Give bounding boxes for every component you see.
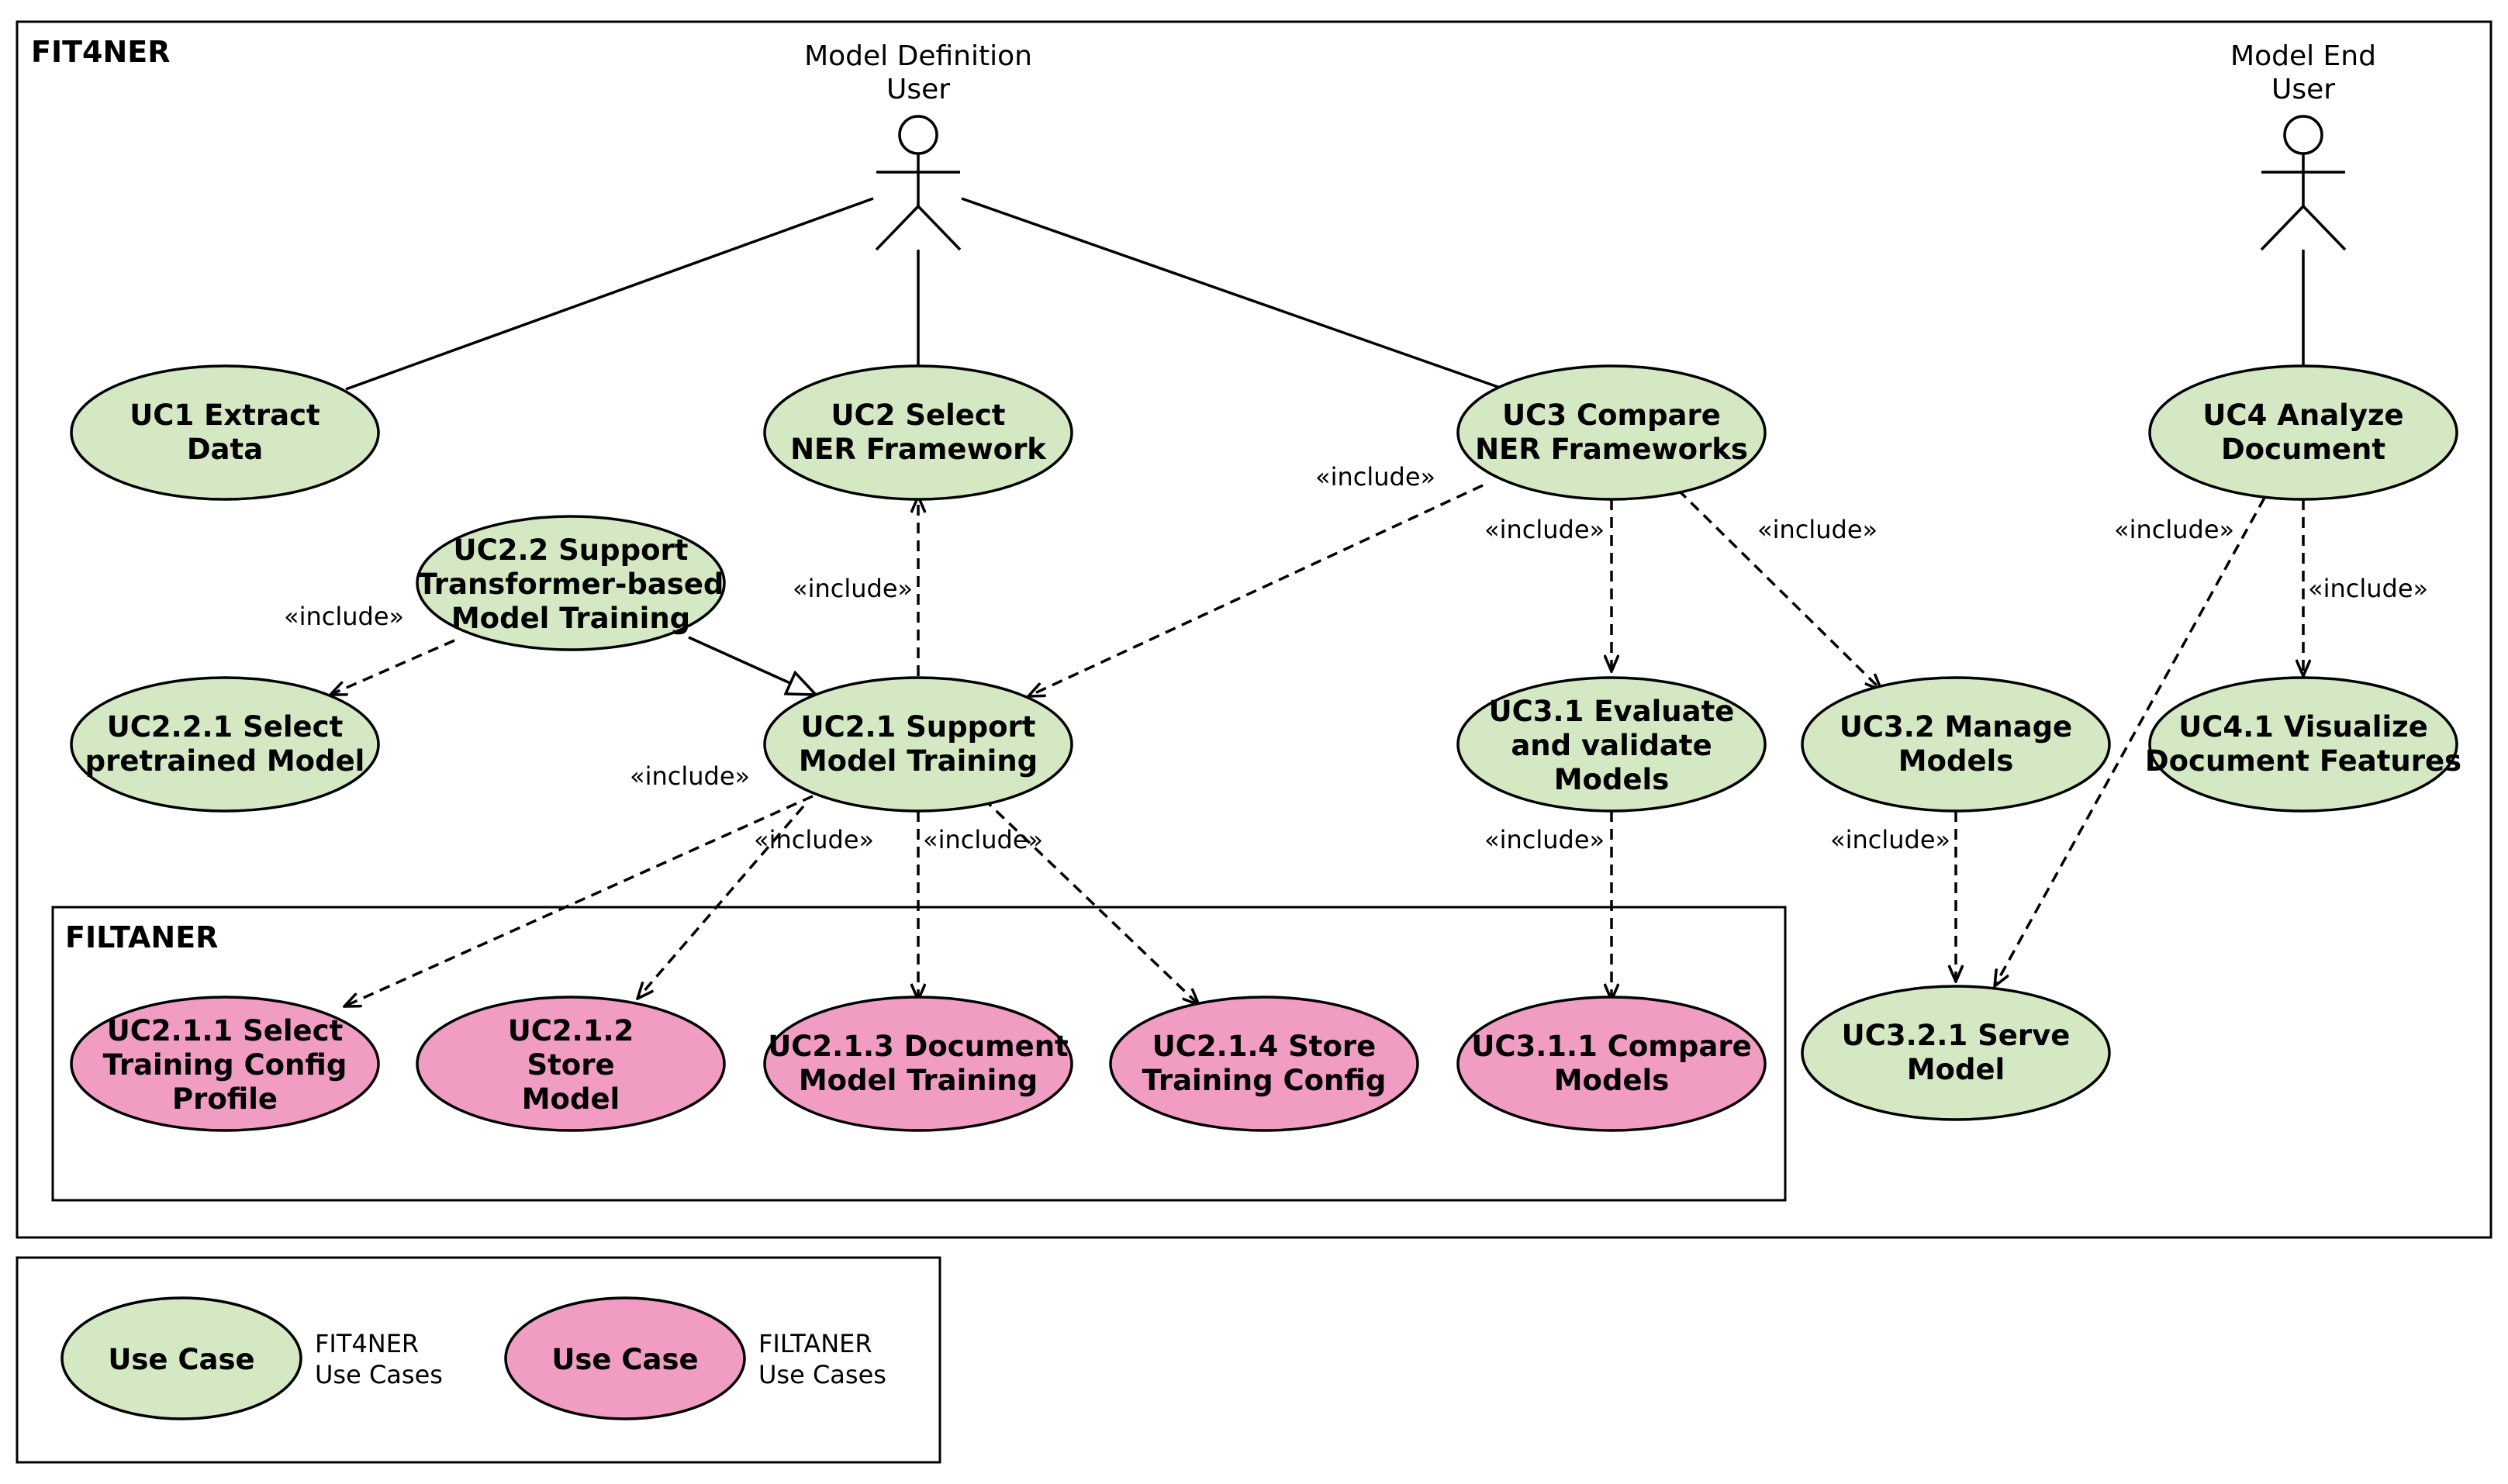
- use-case-uc3-1[interactable]: UC3.1 Evaluate and validate Models: [1456, 676, 1767, 813]
- use-case-label: UC2.2 Support: [454, 533, 689, 567]
- generalization-arrow: [688, 636, 816, 695]
- legend-swatch-pink: [504, 1296, 746, 1420]
- use-case-label: Models: [1898, 744, 2014, 778]
- use-case-uc3-1-1[interactable]: UC3.1.1 Compare Models: [1456, 996, 1767, 1132]
- use-case-label: UC2.1.4 Store: [1152, 1030, 1377, 1063]
- include-label: «include»: [284, 602, 404, 631]
- use-case-label: UC2 Select: [831, 399, 1006, 432]
- use-case-label: UC2.1 Support: [801, 710, 1036, 744]
- fit4ner-frame: [16, 20, 2492, 1239]
- use-case-uc3-2[interactable]: UC3.2 Manage Models: [1801, 676, 2111, 813]
- use-case-label: pretrained Model: [85, 744, 365, 778]
- use-case-label: Document Features: [2145, 744, 2461, 778]
- include-arrow: [330, 639, 455, 695]
- legend-filtaner: Use Case FILTANER Use Cases: [504, 1296, 886, 1420]
- include-label: «include»: [1315, 462, 1435, 492]
- legend-description: Use Cases: [315, 1360, 443, 1389]
- use-case-label: UC4 Analyze: [2202, 399, 2403, 432]
- use-case-label: UC2.1.2: [508, 1014, 634, 1047]
- use-case-label: Model: [1907, 1053, 2005, 1086]
- use-case-label: UC3.1.1 Compare: [1471, 1030, 1751, 1063]
- use-case-label: Training Config: [1142, 1064, 1387, 1097]
- use-case-uc2-1-2[interactable]: UC2.1.2 Store Model: [416, 996, 726, 1132]
- legend-description: Use Cases: [758, 1360, 886, 1389]
- association-line: [345, 197, 874, 391]
- use-case-label: and validate: [1511, 729, 1712, 762]
- use-case-label: Document: [2221, 433, 2385, 466]
- use-case-label: UC3 Compare: [1502, 399, 1721, 432]
- include-arrow: [1995, 497, 2266, 986]
- legend-swatch-label: Use Case: [551, 1343, 698, 1376]
- use-case-uc2-1-1[interactable]: UC2.1.1 Select Training Config Profile: [70, 996, 380, 1132]
- legend-description: FIT4NER: [315, 1329, 419, 1358]
- include-label: «include»: [1484, 515, 1605, 544]
- include-label: «include»: [1830, 825, 1950, 854]
- legend-fit4ner: Use Case FIT4NER Use Cases: [60, 1296, 443, 1420]
- actor-label-line: Model End: [2230, 40, 2376, 72]
- include-label: «include»: [1757, 515, 1878, 544]
- include-label: «include»: [1484, 825, 1605, 854]
- use-case-label: Training Config: [103, 1048, 347, 1082]
- actor-label-line: Model Definition: [804, 40, 1032, 72]
- include-arrow: [1028, 484, 1484, 696]
- legend-swatch-green: [60, 1296, 302, 1420]
- use-case-uc2[interactable]: UC2 Select NER Framework: [763, 364, 1073, 501]
- include-label: «include»: [2114, 515, 2234, 544]
- use-case-label: UC2.1.3 Document: [768, 1030, 1069, 1063]
- stick-figure-icon: [875, 115, 962, 251]
- include-label: «include»: [754, 825, 874, 854]
- use-case-uc4[interactable]: UC4 Analyze Document: [2148, 364, 2458, 501]
- use-case-label: Data: [187, 433, 263, 466]
- use-case-uc3[interactable]: UC3 Compare NER Frameworks: [1456, 364, 1767, 501]
- use-case-label: UC2.1.1 Select: [107, 1014, 344, 1047]
- use-case-uc3-2-1[interactable]: UC3.2.1 Serve Model: [1801, 985, 2111, 1121]
- use-case-label: NER Frameworks: [1475, 433, 1748, 466]
- use-case-label: Models: [1554, 1064, 1670, 1097]
- use-case-label: UC2.2.1 Select: [107, 710, 344, 744]
- include-label: «include»: [923, 825, 1043, 854]
- actor-label-line: User: [2271, 74, 2335, 105]
- use-case-uc2-2-1[interactable]: UC2.2.1 Select pretrained Model: [70, 676, 380, 813]
- use-case-label: UC3.2.1 Serve: [1842, 1019, 2071, 1052]
- use-case-label: Model: [522, 1082, 620, 1116]
- use-case-uc2-1-3[interactable]: UC2.1.3 Document Model Training: [763, 996, 1073, 1132]
- use-case-label: Model Training: [799, 744, 1038, 778]
- use-case-uc1[interactable]: UC1 Extract Data: [70, 364, 380, 501]
- legend-description: FILTANER: [758, 1329, 872, 1358]
- actor-model-end-user[interactable]: Model End User: [2230, 40, 2376, 251]
- use-case-label: Model Training: [799, 1064, 1038, 1097]
- stick-figure-icon: [2260, 115, 2347, 251]
- use-case-label: UC1 Extract: [130, 399, 320, 432]
- use-case-uc2-2[interactable]: UC2.2 Support Transformer-based Model Tr…: [416, 515, 726, 651]
- association-line: [961, 197, 1505, 391]
- use-case-uc2-1[interactable]: UC2.1 Support Model Training: [763, 676, 1073, 813]
- include-label: «include»: [2308, 574, 2428, 603]
- use-case-label: Models: [1554, 763, 1670, 796]
- legend-swatch-label: Use Case: [108, 1343, 254, 1376]
- legend-frame: [16, 1256, 941, 1464]
- use-case-label: NER Framework: [790, 433, 1047, 466]
- use-case-uc2-1-4[interactable]: UC2.1.4 Store Training Config: [1109, 996, 1419, 1132]
- include-label: «include»: [793, 574, 913, 603]
- include-arrow: [637, 805, 805, 999]
- actor-model-definition-user[interactable]: Model Definition User: [804, 40, 1032, 251]
- include-label: «include»: [630, 761, 750, 791]
- use-case-label: Model Training: [451, 602, 690, 635]
- use-case-uc4-1[interactable]: UC4.1 Visualize Document Features: [2145, 676, 2461, 813]
- use-case-label: UC3.1 Evaluate: [1489, 695, 1735, 728]
- filtaner-frame-title: FILTANER: [65, 920, 218, 954]
- actor-label-line: User: [886, 74, 950, 105]
- use-case-label: Store: [527, 1048, 614, 1082]
- include-arrow: [1677, 488, 1881, 690]
- use-case-label: Transformer-based: [418, 568, 724, 601]
- include-arrow: [982, 797, 1199, 1005]
- include-arrow: [344, 780, 846, 1006]
- use-case-label: Profile: [172, 1082, 278, 1116]
- use-case-label: UC3.2 Manage: [1840, 710, 2072, 744]
- fit4ner-frame-title: FIT4NER: [31, 35, 170, 69]
- use-case-label: UC4.1 Visualize: [2178, 710, 2428, 744]
